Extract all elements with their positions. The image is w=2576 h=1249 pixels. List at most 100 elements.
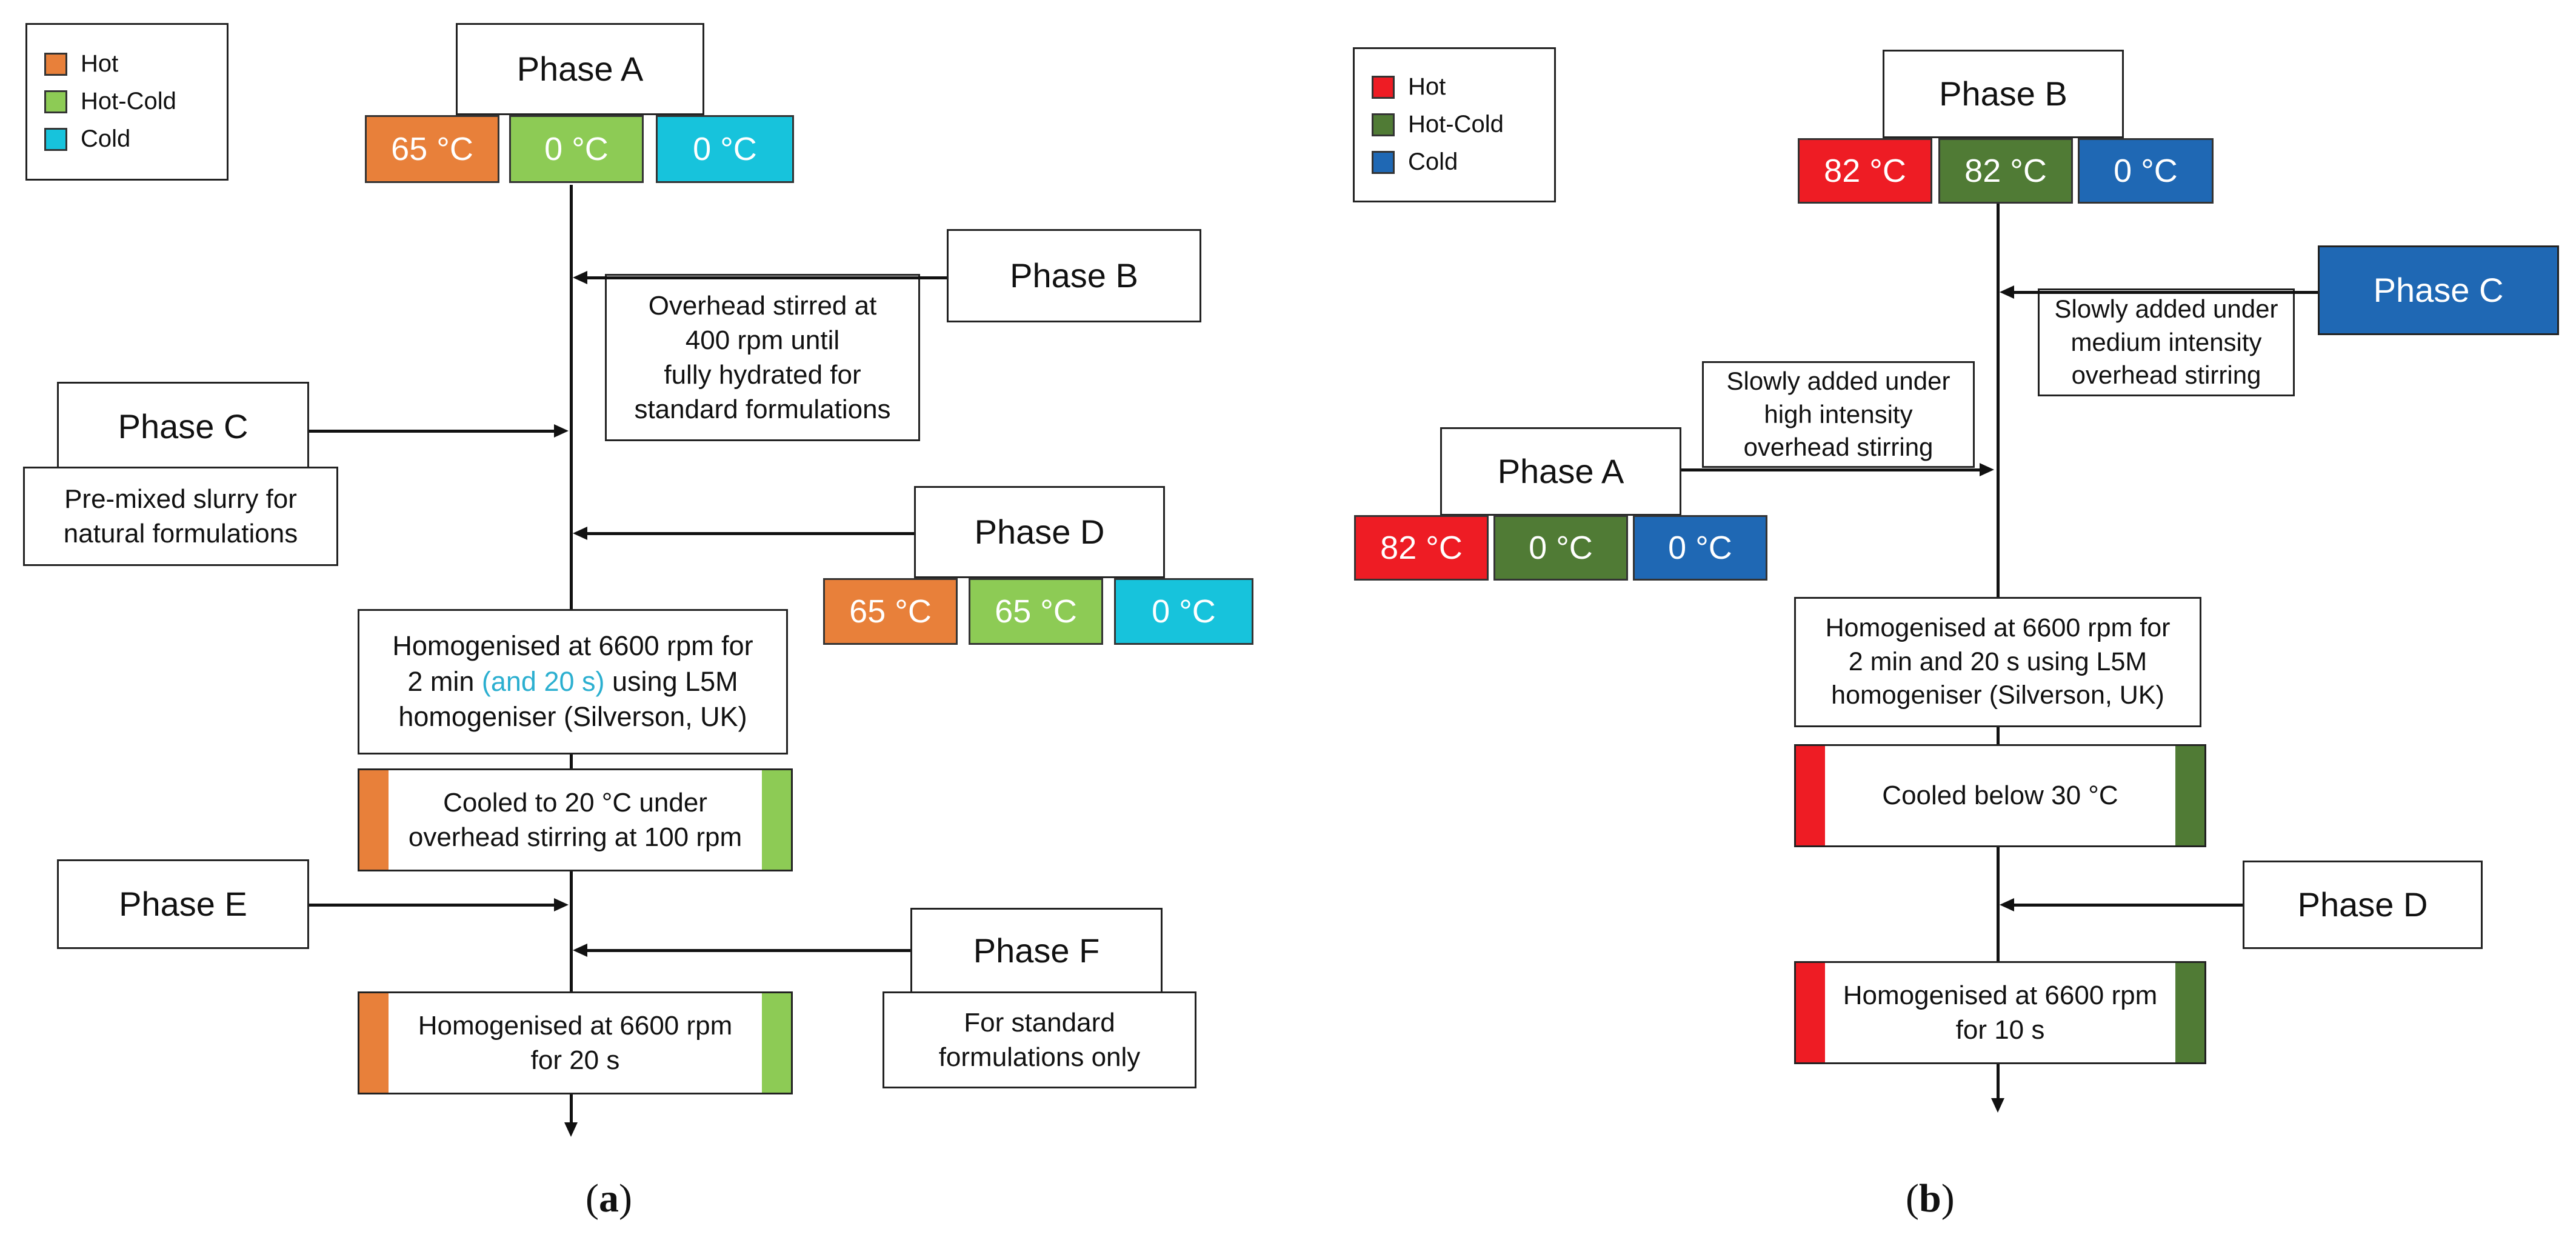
legend-a: Hot Hot-Cold Cold	[25, 23, 229, 181]
a-phase-d-arrow-line	[586, 532, 914, 535]
a-flow-line-2	[570, 754, 573, 770]
b-cooled-stripe-hot	[1796, 746, 1825, 845]
a-phase-b-note-line3: fully hydrated for	[664, 360, 861, 390]
a-phase-c-note: Pre-mixed slurry for natural formulation…	[23, 467, 338, 566]
a-phase-d-label: Phase D	[974, 512, 1105, 551]
legend-b-cold-swatch	[1372, 150, 1395, 174]
a-phase-a-temp-cold: 0 °C	[656, 115, 794, 183]
a-flow-line-exit	[570, 1094, 573, 1125]
a-phase-f-note-line1: For standard	[964, 1007, 1115, 1038]
b-cooled-stripe-hotcold	[2175, 746, 2204, 845]
a-phase-e-box: Phase E	[57, 859, 309, 949]
a-homogenise-1-line3: homogeniser (Silverson, UK)	[398, 701, 747, 733]
a-homogenise-2-stripe-hotcold	[762, 993, 791, 1093]
a-cooled-stripe-hot	[359, 770, 389, 870]
a-phase-e-arrow-line	[309, 904, 556, 907]
legend-b-hotcold-swatch	[1372, 113, 1395, 136]
a-phase-c-arrow-line	[309, 430, 556, 433]
b-phase-a-label: Phase A	[1497, 451, 1624, 490]
b-phase-c-label: Phase C	[2373, 270, 2504, 309]
legend-b-hot: Hot	[1372, 73, 1446, 101]
a-phase-d-temp-cold: 0 °C	[1114, 578, 1253, 645]
a-phase-f-arrowhead	[573, 944, 587, 957]
caption-a-open: (	[586, 1176, 599, 1221]
caption-b: (b)	[1906, 1176, 1955, 1222]
a-cooled-box: Cooled to 20 °C under overhead stirring …	[358, 768, 793, 871]
a-phase-e-label: Phase E	[119, 884, 247, 923]
b-phase-c-note-line3: overhead stirring	[2071, 361, 2261, 390]
a-homogenise-1-line2-post: using L5M	[604, 665, 738, 697]
a-phase-c-note-line1: Pre-mixed slurry for	[64, 484, 297, 514]
legend-b: Hot Hot-Cold Cold	[1353, 47, 1556, 202]
caption-b-close: )	[1941, 1176, 1955, 1221]
a-homogenise-2-stripe-hot	[359, 993, 389, 1093]
legend-a-hotcold-label: Hot-Cold	[81, 88, 176, 115]
a-phase-c-note-line2: natural formulations	[63, 519, 298, 548]
a-phase-d-temp-hotcold: 65 °C	[969, 578, 1103, 645]
caption-a-close: )	[618, 1176, 632, 1221]
b-phase-a-box: Phase A	[1440, 427, 1681, 516]
a-cooled-line2: overhead stirring at 100 rpm	[408, 822, 742, 852]
b-homogenise-box-1: Homogenised at 6600 rpm for 2 min and 20…	[1794, 597, 2201, 727]
legend-b-cold-label: Cold	[1408, 148, 1458, 175]
b-phase-a-note: Slowly added under high intensity overhe…	[1702, 361, 1975, 468]
a-phase-b-note-line2: 400 rpm until	[685, 325, 840, 355]
legend-a-cold-swatch	[44, 127, 67, 151]
b-phase-a-arrowhead	[1980, 463, 1994, 476]
a-homogenise-box-1: Homogenised at 6600 rpm for 2 min (and 2…	[358, 609, 788, 754]
b-phase-a-arrow-line	[1681, 468, 1981, 471]
legend-a-hot-swatch	[44, 52, 67, 76]
b-phase-b-box: Phase B	[1883, 50, 2124, 138]
a-phase-f-note: For standard formulations only	[883, 991, 1196, 1088]
b-homogenise-2-line2: for 10 s	[1955, 1015, 2045, 1045]
a-phase-f-note-line2: formulations only	[938, 1042, 1141, 1072]
b-phase-c-note-line1: Slowly added under	[2054, 295, 2278, 324]
a-phase-c-arrowhead	[554, 424, 569, 438]
b-phase-b-label: Phase B	[1939, 74, 2067, 113]
b-flow-line-2	[1997, 727, 2000, 745]
a-homogenise-2-line2: for 20 s	[530, 1045, 620, 1075]
legend-a-hotcold: Hot-Cold	[44, 88, 176, 115]
a-phase-a-label: Phase A	[516, 49, 644, 88]
a-cooled-line1: Cooled to 20 °C under	[443, 787, 707, 818]
a-homogenise-1-line2-pre: 2 min	[407, 665, 482, 697]
b-flow-line-3	[1997, 847, 2000, 962]
legend-a-hotcold-swatch	[44, 90, 67, 113]
b-homogenise-2-stripe-hot	[1796, 963, 1825, 1062]
a-phase-b-note: Overhead stirred at 400 rpm until fully …	[605, 274, 920, 441]
b-phase-d-label: Phase D	[2297, 885, 2428, 924]
b-exit-arrowhead	[1991, 1098, 2004, 1113]
b-phase-c-note-line2: medium intensity	[2070, 327, 2262, 356]
a-phase-d-temp-hot: 65 °C	[823, 578, 958, 645]
a-phase-c-box: Phase C	[57, 382, 309, 471]
a-phase-f-label: Phase F	[973, 931, 1100, 970]
a-phase-b-box: Phase B	[947, 229, 1201, 322]
b-phase-b-temp-cold: 0 °C	[2078, 138, 2214, 204]
a-phase-b-label: Phase B	[1010, 256, 1138, 295]
a-homogenise-2-line1: Homogenised at 6600 rpm	[418, 1010, 733, 1041]
b-homogenise-1-line1: Homogenised at 6600 rpm for	[1825, 613, 2171, 642]
a-homogenise-box-2: Homogenised at 6600 rpm for 20 s	[358, 991, 793, 1094]
caption-b-letter: b	[1918, 1176, 1941, 1221]
a-phase-f-arrow-line	[586, 949, 910, 952]
b-phase-a-temp-cold: 0 °C	[1633, 515, 1767, 581]
legend-b-hot-swatch	[1372, 75, 1395, 99]
a-phase-b-arrow-line	[586, 276, 947, 279]
legend-b-hot-label: Hot	[1408, 73, 1446, 100]
a-main-flow-line	[570, 185, 573, 610]
b-phase-d-box: Phase D	[2243, 861, 2483, 949]
b-cooled-text: Cooled below 30 °C	[1882, 781, 2118, 811]
b-homogenise-2-stripe-hotcold	[2175, 963, 2204, 1062]
b-phase-b-temp-hot: 82 °C	[1798, 138, 1932, 204]
a-phase-a-temp-hot: 65 °C	[365, 115, 499, 183]
a-exit-arrowhead	[564, 1122, 578, 1137]
b-cooled-box: Cooled below 30 °C	[1794, 744, 2206, 847]
b-homogenise-1-line2: 2 min and 20 s using L5M	[1848, 647, 2147, 676]
b-phase-b-temp-hotcold: 82 °C	[1938, 138, 2073, 204]
b-homogenise-box-2: Homogenised at 6600 rpm for 10 s	[1794, 961, 2206, 1064]
caption-a: (a)	[586, 1176, 632, 1222]
b-phase-c-arrow-line	[2012, 291, 2318, 294]
legend-a-cold: Cold	[44, 125, 130, 153]
legend-a-hot: Hot	[44, 50, 118, 78]
a-phase-d-arrowhead	[573, 527, 587, 540]
